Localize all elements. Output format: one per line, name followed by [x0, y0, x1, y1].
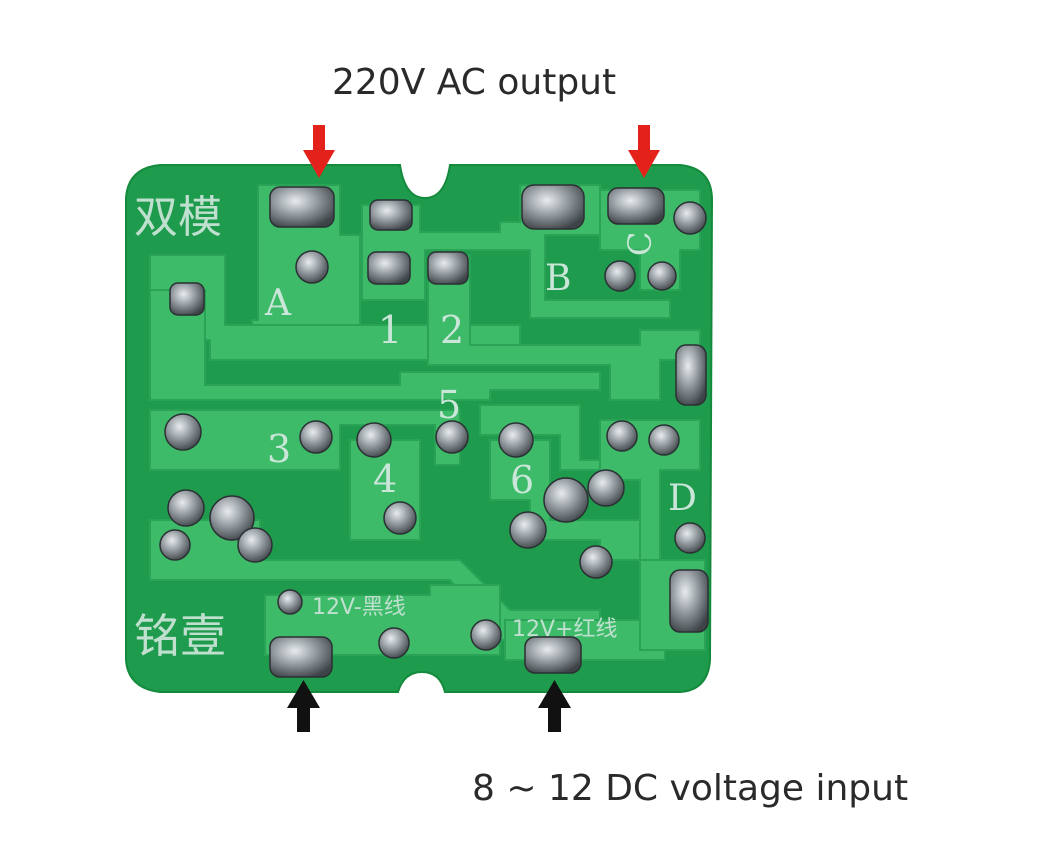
silk-5: 5 — [437, 383, 461, 427]
ac-output-caption: 220V AC output — [332, 62, 617, 103]
silk-1: 1 — [378, 308, 402, 352]
silk-3: 3 — [267, 427, 291, 471]
copper-traces — [149, 184, 706, 661]
ac-output-arrows — [303, 125, 660, 178]
black-arrow-left-icon — [287, 680, 320, 732]
dc-input-caption: 8 ~ 12 DC voltage input — [472, 768, 909, 809]
red-arrow-right-icon — [628, 125, 660, 178]
silk-b: B — [545, 258, 571, 299]
silk-d: D — [668, 478, 697, 519]
silk-4: 4 — [373, 457, 397, 501]
silk-c: C — [621, 232, 659, 256]
silk-top-left: 双模 — [134, 192, 222, 243]
solder-joints — [159, 184, 709, 678]
red-arrow-left-icon — [303, 125, 335, 178]
silk-6: 6 — [510, 458, 534, 502]
dc-input-arrows — [287, 680, 571, 732]
silk-2: 2 — [440, 308, 464, 352]
silk-neg-label: 12V-黑线 — [312, 595, 406, 620]
black-arrow-right-icon — [538, 680, 571, 732]
silk-bottom-left: 铭壹 — [134, 609, 226, 663]
silk-a: A — [264, 283, 292, 324]
